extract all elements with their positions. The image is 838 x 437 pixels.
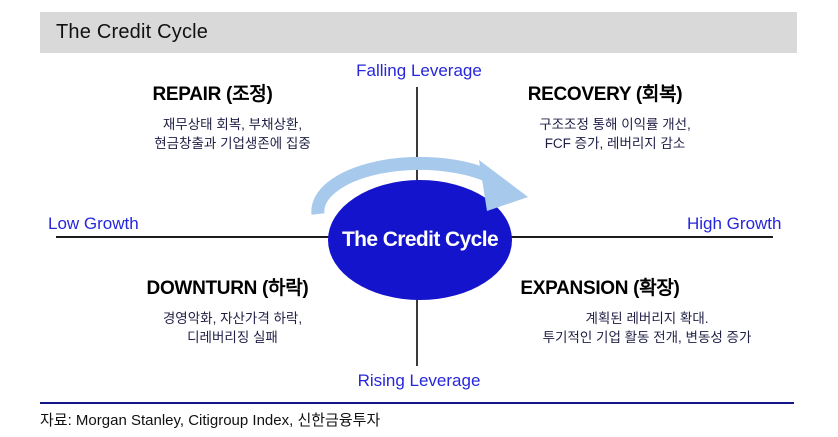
- page-title: The Credit Cycle: [56, 21, 209, 43]
- footer-divider: [40, 402, 794, 404]
- title-bar: The Credit Cycle: [40, 12, 797, 53]
- axis-label-high-growth: High Growth: [687, 214, 782, 233]
- center-ellipse-label: The Credit Cycle: [341, 228, 499, 251]
- quadrant-repair-body: 재무상태 회복, 부채상환, 현금창출과 기업생존에 집중: [154, 117, 311, 151]
- quadrant-expansion-body: 계획된 레버리지 확대. 투기적인 기업 활동 전개, 변동성 증가: [542, 311, 752, 345]
- quadrant-repair: REPAIR (조정) 재무상태 회복, 부채상환, 현금창출과 기업생존에 집…: [95, 79, 370, 153]
- quadrant-expansion: EXPANSION (확장) 계획된 레버리지 확대. 투기적인 기업 활동 전…: [475, 273, 795, 347]
- quadrant-recovery-body: 구조조정 통해 이익률 개선, FCF 증가, 레버리지 감소: [539, 117, 691, 151]
- axis-label-falling-leverage: Falling Leverage: [356, 61, 482, 80]
- axis-label-rising-leverage: Rising Leverage: [357, 371, 481, 390]
- quadrant-repair-heading: REPAIR (조정): [152, 84, 273, 105]
- quadrant-recovery-heading: RECOVERY (회복): [527, 84, 683, 105]
- center-ellipse: The Credit Cycle: [328, 180, 512, 300]
- quadrant-recovery: RECOVERY (회복) 구조조정 통해 이익률 개선, FCF 증가, 레버…: [470, 79, 760, 153]
- quadrant-expansion-heading: EXPANSION (확장): [520, 278, 680, 299]
- quadrant-downturn: DOWNTURN (하락) 경영악화, 자산가격 하락, 디레버리징 실패: [95, 273, 370, 347]
- quadrant-downturn-body: 경영악화, 자산가격 하락, 디레버리징 실패: [162, 311, 303, 345]
- axis-label-low-growth: Low Growth: [48, 214, 139, 233]
- source-note: 자료: Morgan Stanley, Citigroup Index, 신한금…: [40, 412, 381, 429]
- quadrant-downturn-heading: DOWNTURN (하락): [146, 278, 309, 299]
